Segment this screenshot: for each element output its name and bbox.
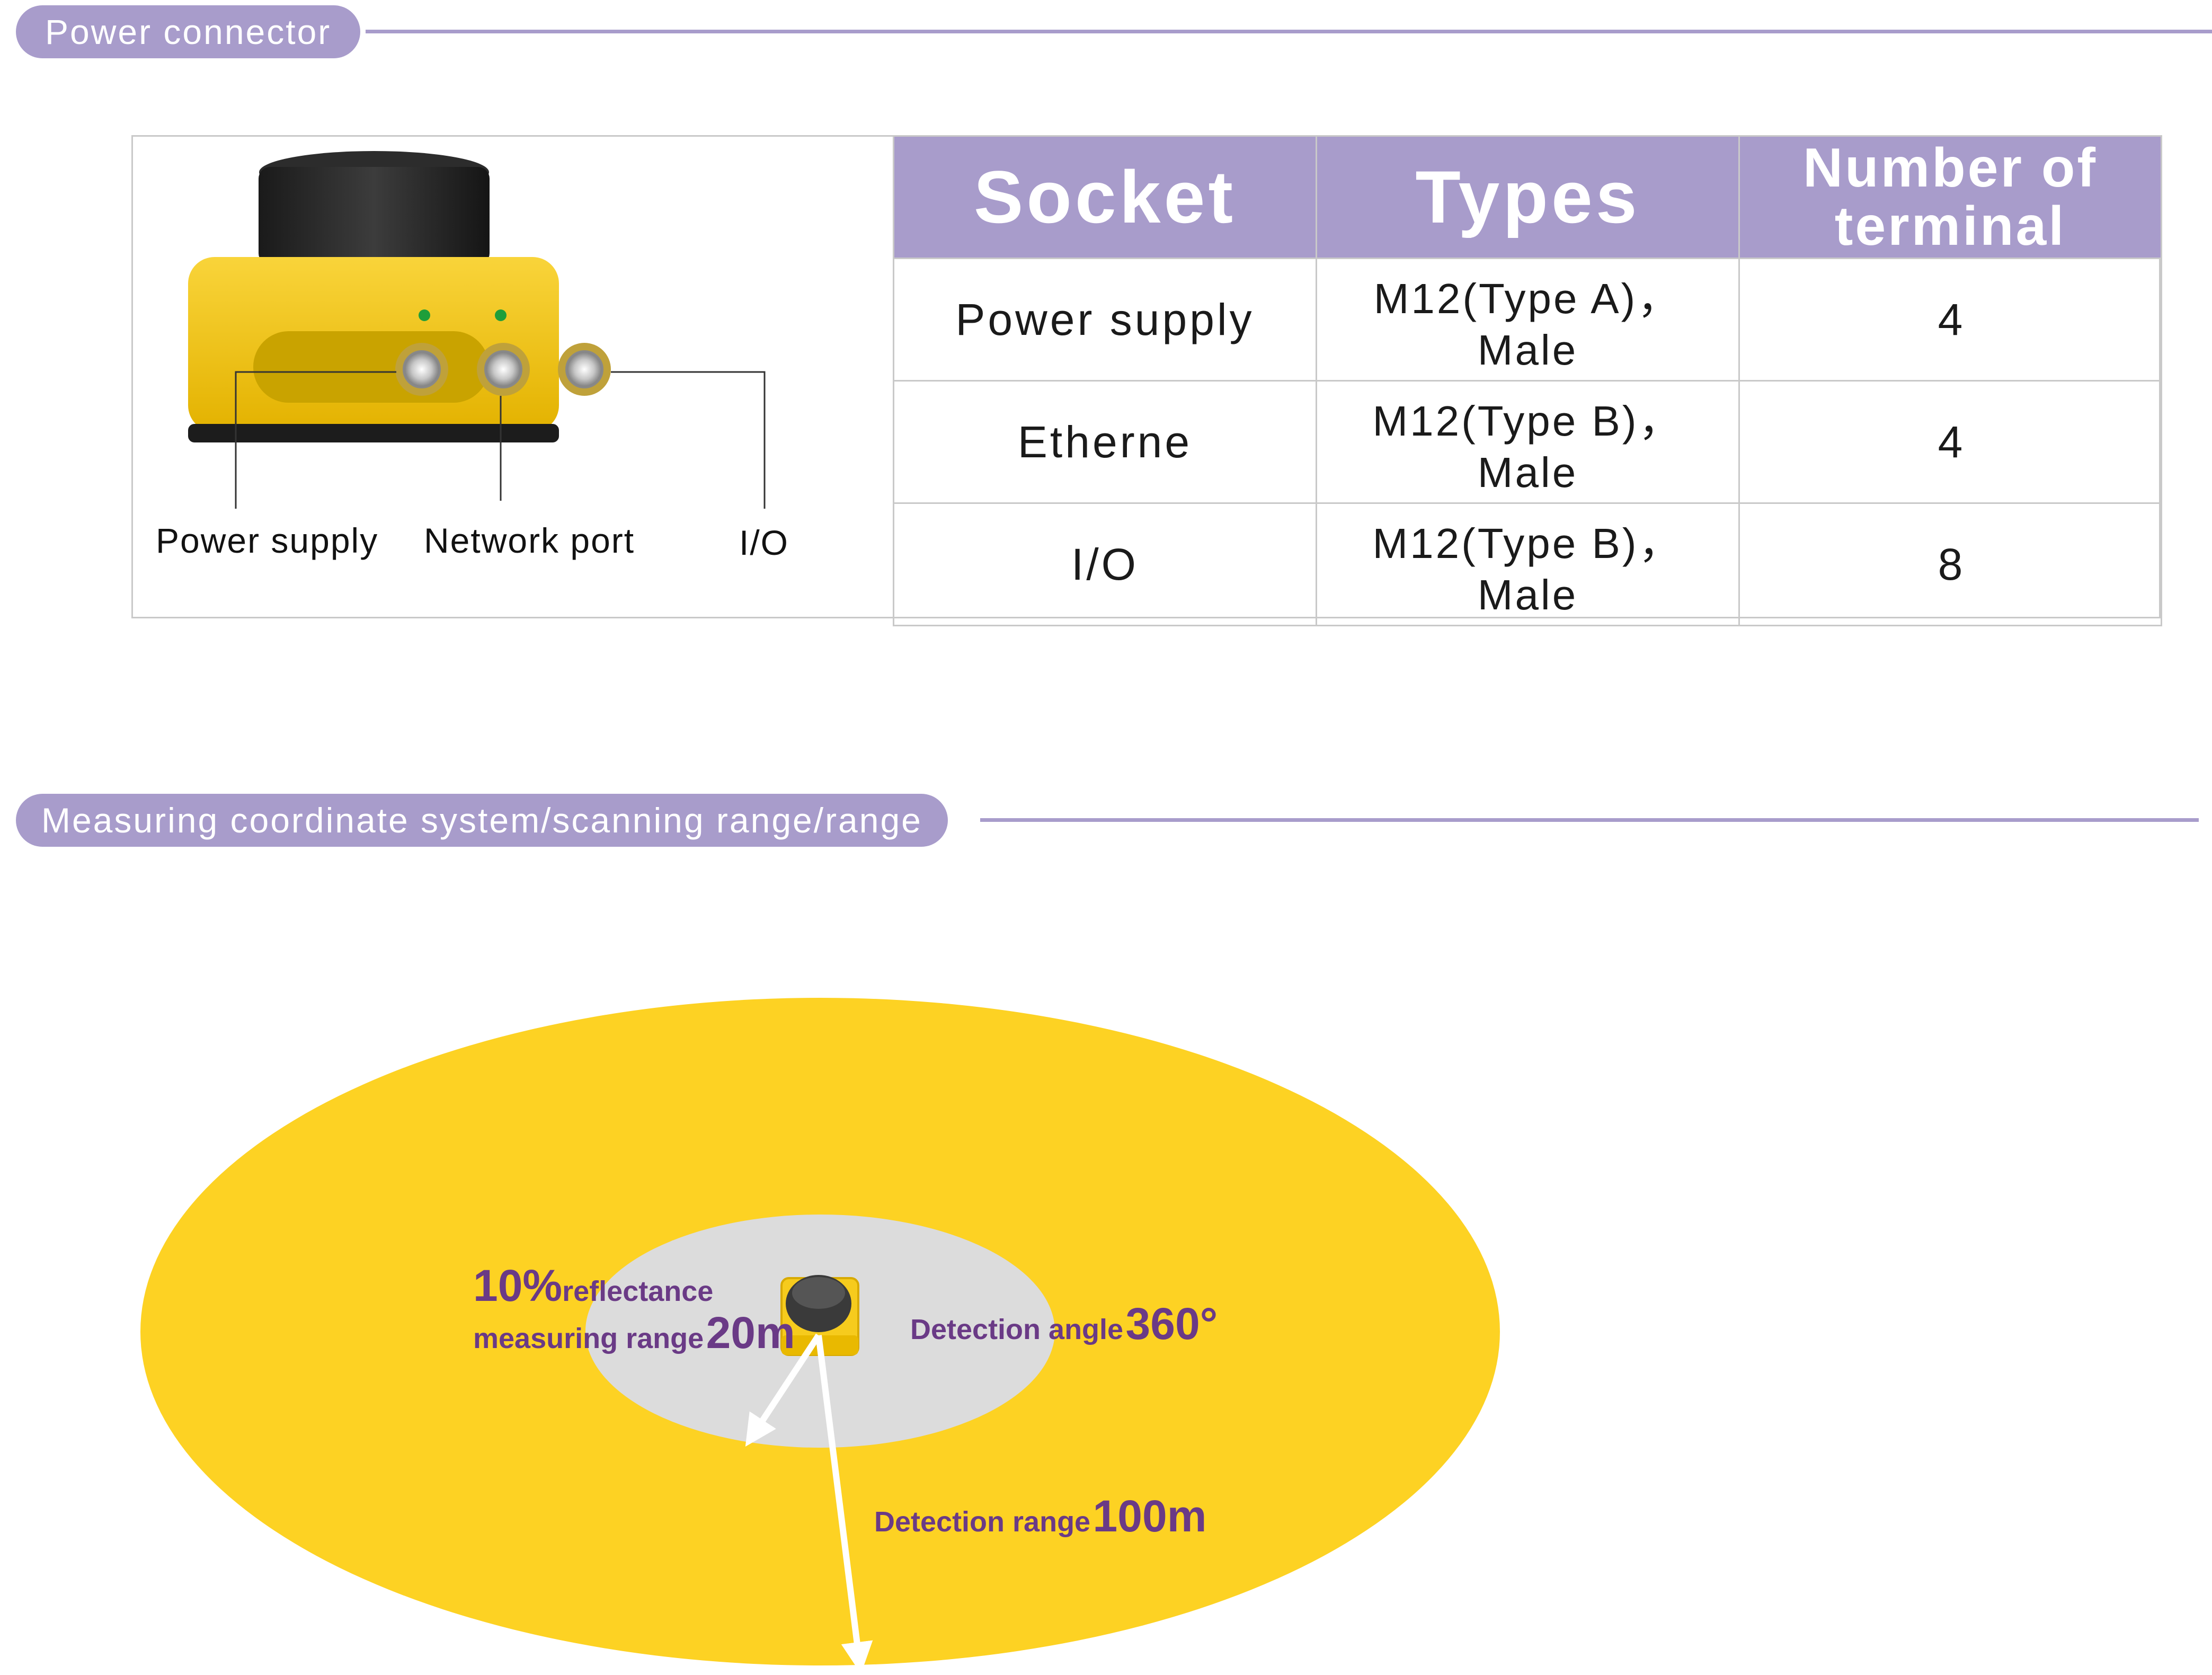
reflectance-value: 10% xyxy=(473,1261,563,1310)
cell-terminals: 4 xyxy=(1738,380,2162,504)
reflectance-label: 10%reflectance xyxy=(473,1260,713,1311)
status-led-icon xyxy=(419,309,430,321)
detection-range-label: Detection range 100m xyxy=(874,1491,1206,1542)
cell-socket: I/O xyxy=(893,502,1317,626)
detection-angle-value: 360° xyxy=(1125,1299,1218,1349)
cell-socket: Power supply xyxy=(893,258,1317,382)
sensor-cap xyxy=(259,167,490,265)
measuring-range-text: measuring range xyxy=(473,1323,704,1354)
measuring-range-arrow xyxy=(745,1333,822,1447)
header-socket: Socket xyxy=(893,135,1317,259)
header-terminals-line1: Number of xyxy=(1803,137,2098,199)
label-io: I/O xyxy=(739,523,789,562)
cell-type: M12(Type B)， Male xyxy=(1316,380,1740,504)
measuring-range-label: measuring range 20m xyxy=(473,1307,795,1359)
header-types: Types xyxy=(1316,135,1740,259)
cell-type: M12(Type A)， Male xyxy=(1316,258,1740,382)
detection-angle-text: Detection angle xyxy=(910,1314,1124,1345)
section-title: Power connector xyxy=(16,5,361,58)
cell-terminals: 8 xyxy=(1738,502,2162,626)
measuring-range-value: 20m xyxy=(706,1308,795,1358)
io-leader-line xyxy=(611,371,766,509)
detection-range-text: Detection range xyxy=(874,1506,1091,1538)
section-divider xyxy=(366,30,2212,33)
cell-type: M12(Type B)， Male xyxy=(1316,502,1740,626)
status-led-icon xyxy=(495,309,507,321)
power-leader-line xyxy=(235,371,396,509)
section-header-power-connector: Power connector xyxy=(16,5,2212,58)
reflectance-text: reflectance xyxy=(562,1275,714,1307)
label-power-supply: Power supply xyxy=(156,521,379,560)
scanning-range-diagram xyxy=(140,998,1500,1674)
table-row: Power supply M12(Type A)， Male 4 xyxy=(893,258,2162,382)
section-divider xyxy=(980,818,2199,822)
connector-spec-table: Socket Types Number of terminal Power su… xyxy=(893,135,2162,626)
table-row: Etherne M12(Type B)， Male 4 xyxy=(893,380,2162,504)
section-header-measuring: Measuring coordinate system/scanning ran… xyxy=(16,794,2199,847)
table-header-row: Socket Types Number of terminal xyxy=(893,135,2162,259)
device-illustration xyxy=(188,151,766,509)
header-terminals-line2: terminal xyxy=(1834,196,2066,257)
section-title: Measuring coordinate system/scanning ran… xyxy=(16,794,948,847)
detection-range-value: 100m xyxy=(1092,1491,1207,1541)
label-network-port: Network port xyxy=(424,521,635,560)
cell-socket: Etherne xyxy=(893,380,1317,504)
header-terminals: Number of terminal xyxy=(1738,135,2162,259)
detection-angle-label: Detection angle 360° xyxy=(910,1298,1218,1350)
detection-range-arrow xyxy=(815,1335,873,1674)
sensor-icon xyxy=(780,1275,859,1356)
table-row: I/O M12(Type B)， Male 8 xyxy=(893,502,2162,626)
cell-terminals: 4 xyxy=(1738,258,2162,382)
